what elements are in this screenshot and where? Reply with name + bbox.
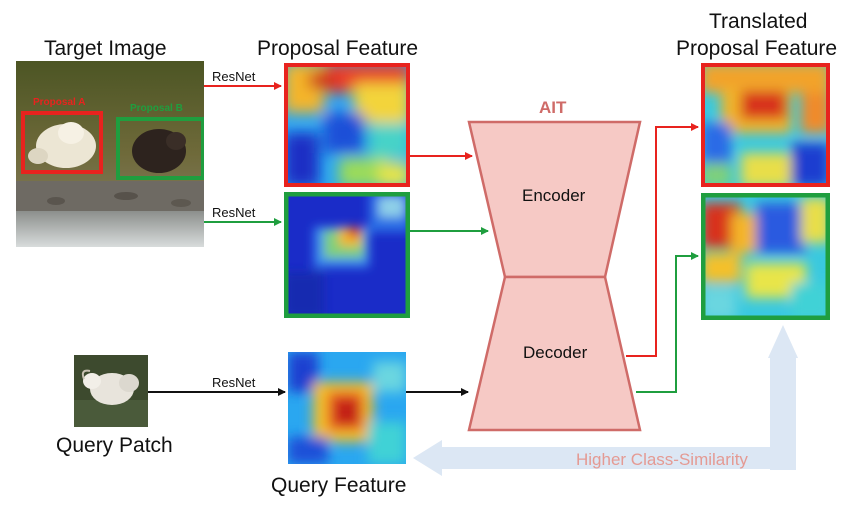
proposal-b-label: Proposal B bbox=[130, 103, 183, 114]
target-image-title: Target Image bbox=[44, 37, 167, 60]
proposal-a-label: Proposal A bbox=[33, 97, 86, 108]
similarity-label: Higher Class-Similarity bbox=[576, 450, 748, 469]
proposal-a-heatmap bbox=[284, 63, 410, 187]
translated-b-heatmap bbox=[701, 193, 830, 320]
query-feature-heatmap bbox=[288, 352, 406, 464]
translated-a-heatmap bbox=[701, 63, 830, 187]
translated-title-line1: Translated bbox=[709, 10, 808, 33]
query-patch-title: Query Patch bbox=[56, 434, 173, 457]
query-patch-photo bbox=[74, 355, 148, 427]
resnet-label-b: ResNet bbox=[212, 205, 256, 220]
similarity-arrow bbox=[413, 325, 798, 476]
resnet-label-query: ResNet bbox=[212, 375, 256, 390]
query-feature-title: Query Feature bbox=[271, 474, 407, 497]
ait-hourglass bbox=[467, 120, 642, 432]
translated-title-line2: Proposal Feature bbox=[676, 37, 838, 60]
encoder-label: Encoder bbox=[522, 186, 586, 205]
resnet-label-a: ResNet bbox=[212, 69, 256, 84]
ait-title: AIT bbox=[539, 98, 567, 117]
proposal-b-heatmap bbox=[284, 192, 410, 318]
decoder-label: Decoder bbox=[523, 343, 588, 362]
ait-to-translated-a bbox=[626, 123, 699, 357]
ait-to-translated-b bbox=[636, 252, 699, 393]
target-image-photo bbox=[16, 61, 204, 247]
proposal-feature-title: Proposal Feature bbox=[257, 37, 419, 60]
